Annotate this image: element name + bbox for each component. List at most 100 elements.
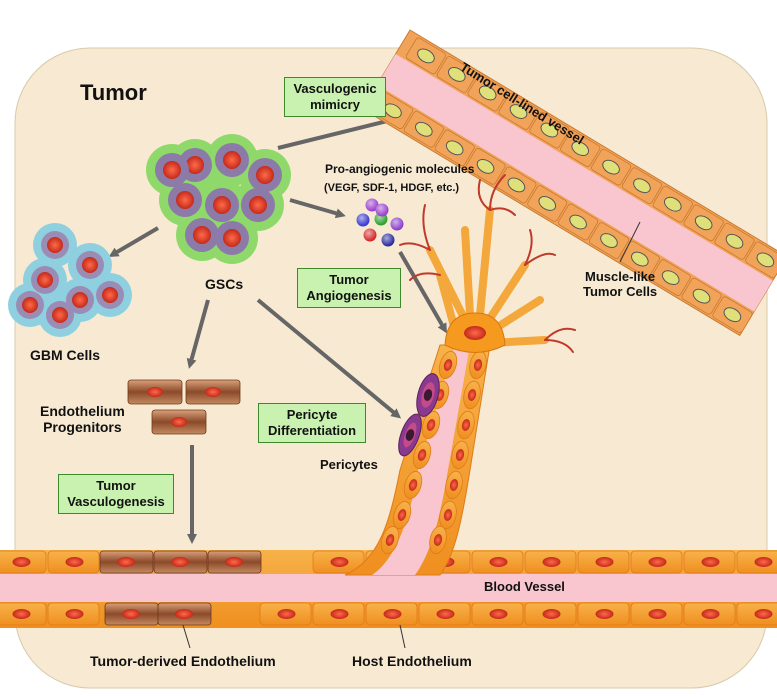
tip-cell-process xyxy=(436,271,459,334)
branch-nucleus xyxy=(397,509,407,521)
muscle-like-nucleus xyxy=(663,196,682,212)
blood-vessel-label: Blood Vessel xyxy=(484,579,565,594)
molecule-highlight xyxy=(381,233,395,247)
pericyte-nucleus xyxy=(405,429,415,441)
host-endothelial-nucleus xyxy=(542,609,561,619)
blood-vessel-lumen xyxy=(0,574,777,602)
branch-nucleus xyxy=(426,419,436,431)
vasculogenic-mimicry-box: Vasculogenic mimicry xyxy=(284,77,386,117)
box-line: Tumor xyxy=(96,478,136,493)
host-endothelial-nucleus xyxy=(12,609,31,619)
tumor-derived-nucleus xyxy=(225,557,243,567)
host-endothelial-nucleus xyxy=(383,609,402,619)
tumor-vessel-band xyxy=(361,29,777,337)
gbm-nucleus xyxy=(37,272,53,288)
gsc-nucleus xyxy=(249,196,267,214)
gbm-nucleus xyxy=(102,287,118,303)
molecule-highlight xyxy=(365,198,379,212)
filopodium xyxy=(489,207,516,216)
flow-arrow xyxy=(398,251,447,334)
tip-cell-nucleus xyxy=(464,326,486,340)
gsc-nucleus xyxy=(193,226,211,244)
host-endothelial-nucleus xyxy=(542,557,561,567)
host-endothelial-nucleus xyxy=(648,557,667,567)
gsc-nucleus xyxy=(213,196,231,214)
flow-arrow xyxy=(256,298,402,419)
muscle-like-nucleus xyxy=(725,233,744,249)
muscle-like-nucleus xyxy=(447,67,466,82)
gbm-nucleus xyxy=(47,237,63,253)
muscle-like-nucleus xyxy=(540,122,559,138)
muscle-like-line: Muscle-like xyxy=(585,269,656,284)
muscle-like-nucleus xyxy=(569,214,587,230)
gsc-nucleus xyxy=(176,191,194,209)
box-line: Angiogenesis xyxy=(306,288,392,303)
tip-cell xyxy=(399,174,576,353)
branch-nucleus xyxy=(455,449,465,461)
gscs-label: GSCs xyxy=(205,276,244,292)
branch-nucleus xyxy=(461,419,471,431)
progenitor-nucleus xyxy=(205,387,221,397)
endothelium-progenitor-cells xyxy=(127,379,241,435)
tip-cell-process xyxy=(483,261,529,327)
pro-angiogenic-title: Pro-angiogenic molecules xyxy=(325,162,475,176)
gsc-nucleus xyxy=(186,156,204,174)
gbm-nucleus xyxy=(82,257,98,273)
gsc-nucleus xyxy=(256,166,274,184)
filopodium xyxy=(422,204,431,251)
pro-angiogenic-list: (VEGF, SDF-1, HDGF, etc.) xyxy=(324,182,460,194)
branch-nucleus xyxy=(449,479,459,491)
muscle-like-nucleus xyxy=(417,48,435,64)
host-endothelial-nucleus xyxy=(489,609,508,619)
box-line: Differentiation xyxy=(267,423,357,438)
branch-nucleus xyxy=(443,359,453,371)
progenitor-nucleus xyxy=(147,387,163,397)
gsc-cluster xyxy=(146,134,291,264)
host-endothelial-nucleus xyxy=(65,609,84,619)
filopodium xyxy=(524,252,556,266)
tumor-derived-nucleus xyxy=(175,609,193,619)
host-endothelial-nucleus xyxy=(65,557,84,567)
muscle-like-nucleus xyxy=(478,85,497,101)
molecule-highlight xyxy=(356,213,370,227)
muscle-like-nucleus xyxy=(602,159,620,175)
gbm-cluster xyxy=(8,223,132,337)
pro-angiogenic-molecules xyxy=(356,198,404,247)
muscle-like-nucleus xyxy=(600,233,618,248)
filopodium xyxy=(477,179,491,211)
muscle-like-nucleus xyxy=(509,104,528,119)
host-endothelial-nucleus xyxy=(595,557,614,567)
branch-nucleus xyxy=(473,359,483,371)
muscle-like-nucleus xyxy=(476,158,495,174)
filopodium xyxy=(524,229,533,266)
tumor-cell-lined-vessel xyxy=(361,29,777,337)
host-endothelial-nucleus xyxy=(489,557,508,567)
box-line: Pericyte xyxy=(286,407,338,422)
tip-cell-process xyxy=(489,296,544,334)
tumor-label: Tumor xyxy=(80,80,147,105)
box-line: Vasculogenic xyxy=(293,81,377,96)
box-line: mimicry xyxy=(310,97,360,112)
muscle-like-nucleus xyxy=(631,251,649,267)
pericyte-differentiation-box: Pericyte Differentiation xyxy=(258,403,366,443)
muscle-like-nucleus xyxy=(723,307,742,323)
label-pointers xyxy=(182,221,641,649)
branch-nucleus xyxy=(408,479,418,491)
branch-nucleus xyxy=(417,449,427,461)
gsc-nucleus xyxy=(223,229,241,247)
pericytes-label: Pericytes xyxy=(320,457,378,472)
muscle-like-nucleus xyxy=(445,140,464,156)
endothelium-progenitors-line: Endothelium xyxy=(40,403,125,419)
muscle-like-label: Muscle-like Tumor Cells xyxy=(583,269,657,300)
host-endothelial-nucleus xyxy=(330,609,349,619)
filopodium xyxy=(489,174,506,211)
flow-arrow xyxy=(289,198,346,219)
tumor-derived-nucleus xyxy=(122,609,140,619)
filopodium xyxy=(544,327,576,341)
tip-cell-process xyxy=(426,246,469,324)
tumor-angiogenesis-box: Tumor Angiogenesis xyxy=(297,268,401,308)
muscle-like-nucleus xyxy=(661,270,680,286)
branch-nucleus xyxy=(467,389,477,401)
flow-arrow xyxy=(186,299,210,369)
